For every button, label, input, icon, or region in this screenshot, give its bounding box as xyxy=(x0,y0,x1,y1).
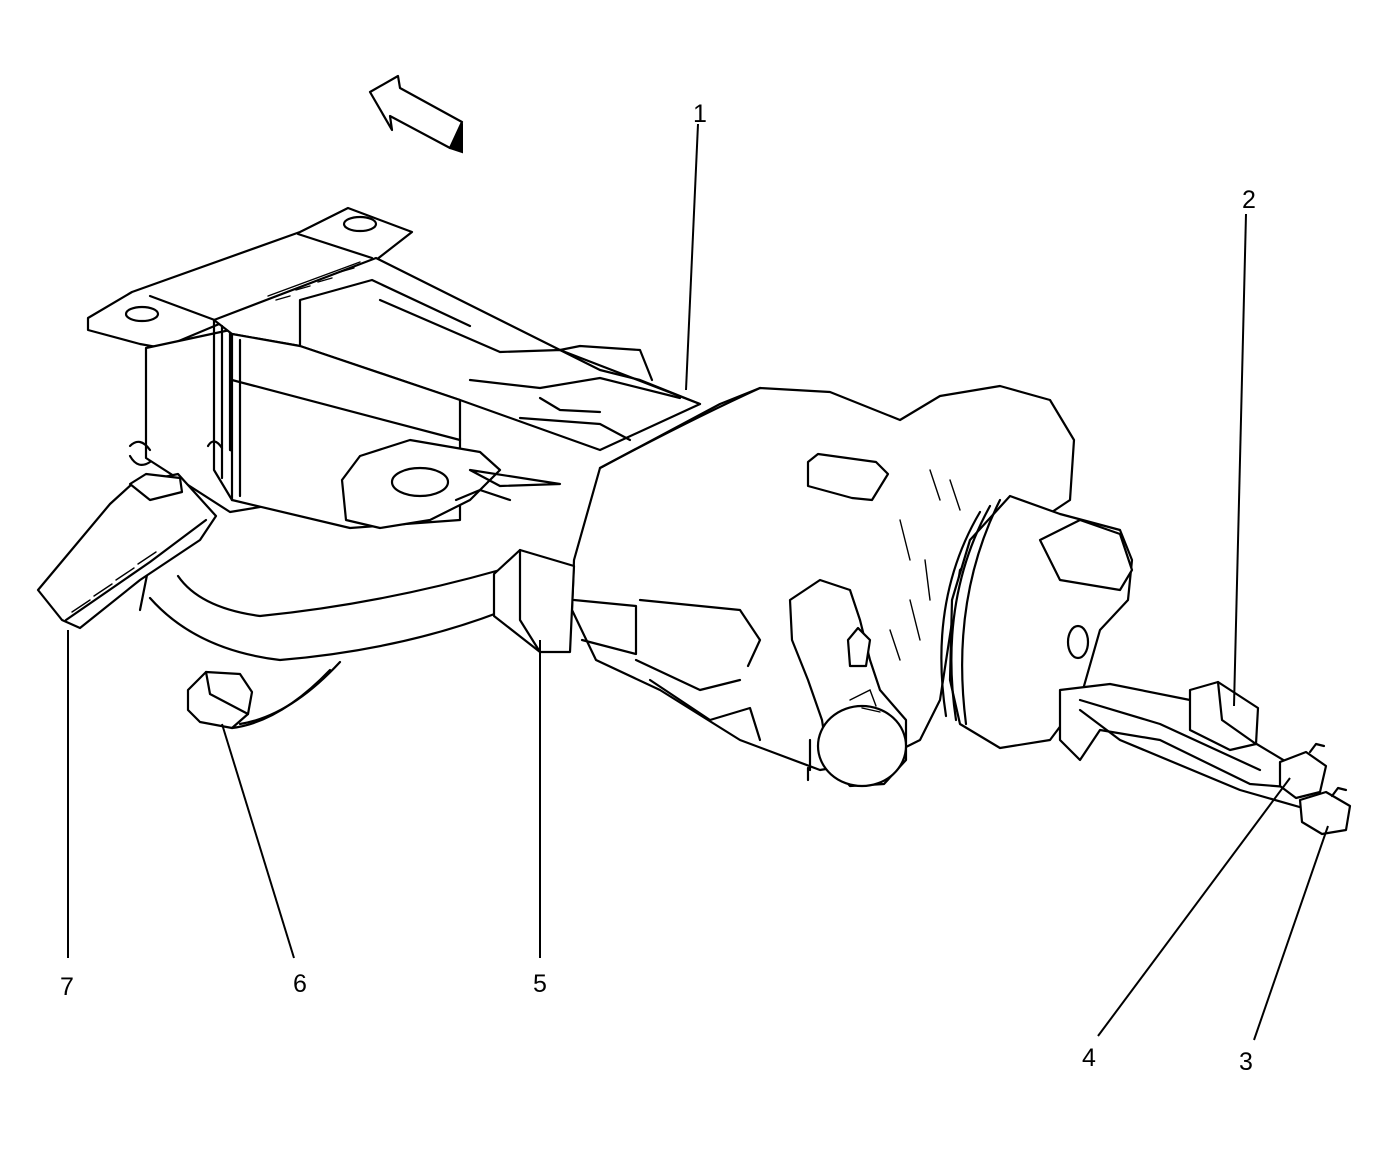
callout-2: 2 xyxy=(1242,186,1256,214)
steering-shaft-hub xyxy=(940,494,1134,750)
callout-3: 3 xyxy=(1239,1048,1253,1076)
callout-1: 1 xyxy=(693,100,707,128)
leader-3 xyxy=(1253,825,1329,1041)
leader-lines xyxy=(67,123,1329,1041)
leader-4 xyxy=(1097,777,1291,1037)
steering-column-shroud xyxy=(570,384,1076,772)
callout-labels: 1 2 3 4 5 6 7 xyxy=(60,100,1256,1076)
tilt-lever-bracket xyxy=(340,438,562,530)
callout-7: 7 xyxy=(60,973,74,1001)
mounting-bracket xyxy=(86,206,414,350)
large-connector xyxy=(36,472,218,630)
forward-arrow-icon xyxy=(368,74,464,154)
leader-1 xyxy=(685,123,699,391)
multifunction-switch xyxy=(788,578,908,788)
callout-5: 5 xyxy=(533,970,547,998)
small-connector xyxy=(186,660,342,730)
callout-4: 4 xyxy=(1082,1044,1096,1072)
right-wiring-harness xyxy=(1058,680,1352,836)
main-wiring-harness xyxy=(138,548,576,662)
callout-6: 6 xyxy=(293,970,307,998)
leader-6 xyxy=(221,723,295,959)
leader-2 xyxy=(1233,213,1247,707)
